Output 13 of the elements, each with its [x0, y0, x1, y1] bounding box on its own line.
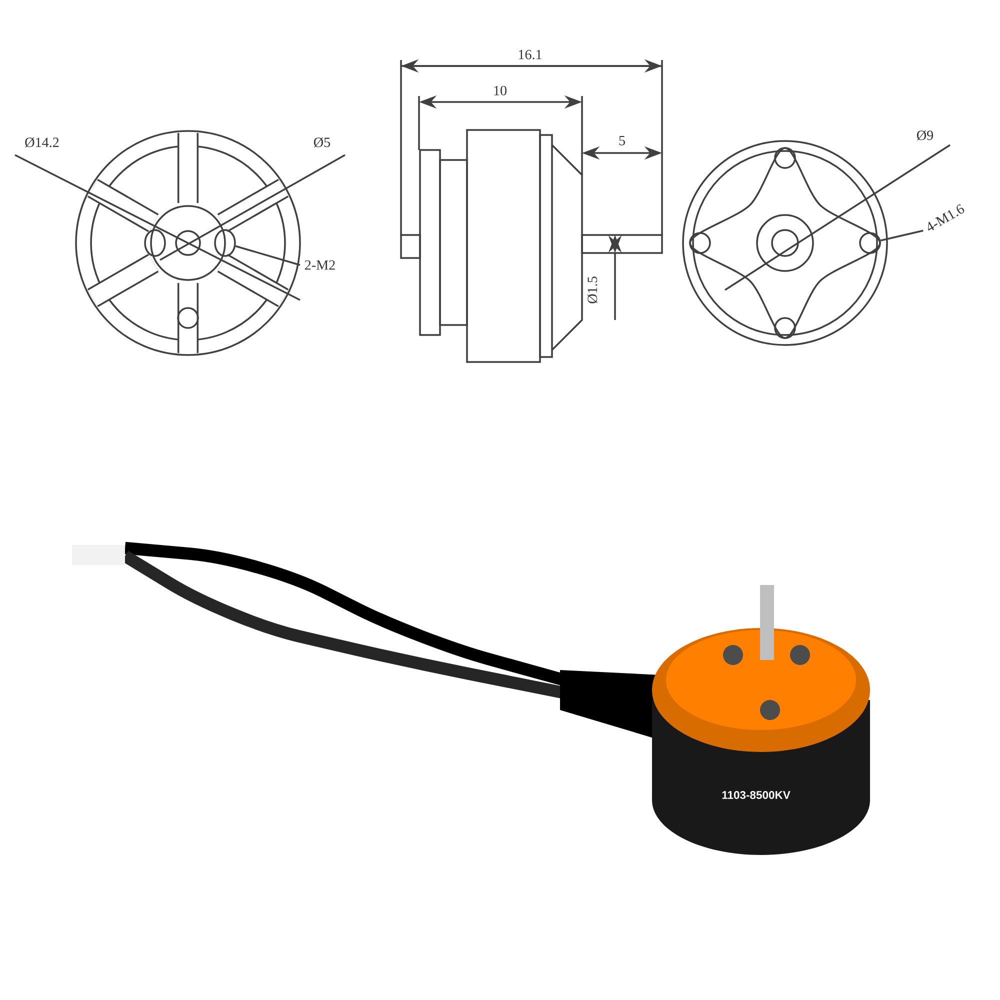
mounting-hole — [214, 229, 236, 257]
dimension-label: Ø1.5 — [587, 276, 598, 304]
dimension-label: 16.1 — [518, 50, 542, 60]
dimension-label: 5 — [619, 136, 625, 146]
mounting-hole — [859, 232, 881, 254]
dimension-label: Ø5 — [314, 137, 330, 148]
leader-line — [235, 245, 300, 266]
model-text: 1103-8500KV — [722, 791, 790, 799]
dimension-label: 10 — [494, 86, 507, 96]
leader-line — [880, 230, 924, 242]
dimension-label: Ø14.2 — [25, 137, 59, 148]
callout-label: 2-M2 — [305, 260, 335, 270]
dimension-label: Ø9 — [916, 130, 934, 140]
